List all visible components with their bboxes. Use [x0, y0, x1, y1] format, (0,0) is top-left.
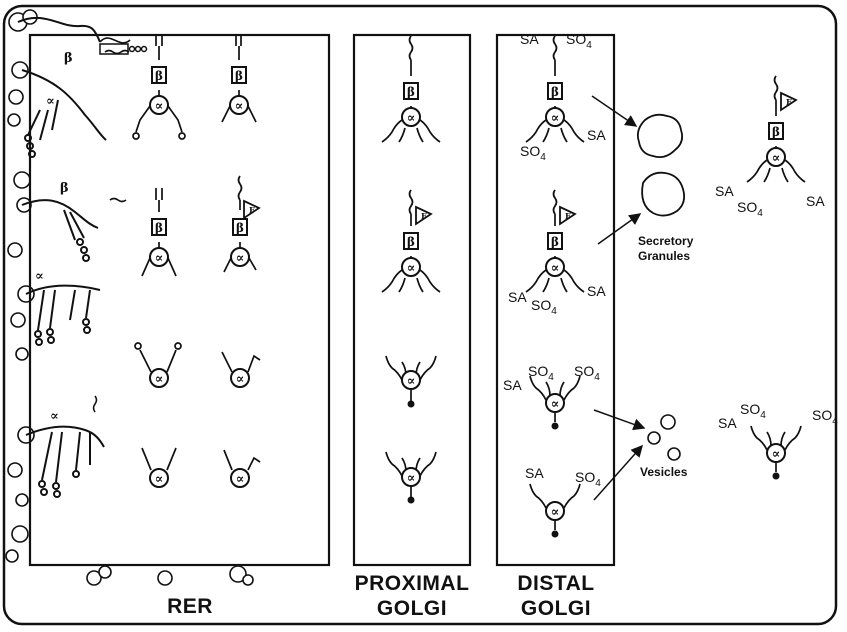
sa-label: SA	[503, 377, 522, 393]
sa-label: SA	[806, 193, 825, 209]
vesicle	[661, 415, 675, 429]
secretory-granule	[642, 173, 684, 216]
so4-label: SO4	[812, 407, 838, 427]
chain-beta-label: β	[64, 51, 73, 66]
cell-boundary	[4, 6, 836, 624]
so4-label: SO4	[740, 401, 766, 421]
sa-label: SA	[587, 127, 606, 143]
nascent-chains	[18, 18, 130, 497]
so4-label: SO4	[737, 199, 763, 219]
vesicle	[668, 448, 680, 460]
distal-golgi-label-line1: DISTAL	[517, 572, 594, 595]
sa-label: SA	[508, 289, 527, 305]
vesicle	[648, 432, 660, 444]
vesicles-label: Vesicles	[640, 465, 688, 479]
rer-label: RER	[167, 595, 213, 618]
sa-label: SA	[715, 183, 734, 199]
chain-alpha-label: ∝	[46, 94, 55, 109]
so4-label: SO4	[520, 143, 546, 163]
sa-label: SA	[587, 283, 606, 299]
sa-label: SA	[718, 415, 737, 431]
distal-golgi-label-line2: GOLGI	[521, 597, 591, 620]
proximal-golgi-label-line2: GOLGI	[377, 597, 447, 620]
secretory-granule	[638, 115, 682, 157]
sa-label: SA	[520, 31, 539, 47]
proximal-golgi-label-line1: PROXIMAL	[355, 572, 470, 595]
rer-compartment	[30, 35, 329, 565]
sa-label: SA	[525, 465, 544, 481]
chain-beta-label: β	[60, 181, 69, 196]
chain-alpha-label: ∝	[35, 269, 44, 284]
so4-label: SO4	[531, 297, 557, 317]
chain-alpha-label: ∝	[50, 409, 59, 424]
secretory-granules-label-line2: Granules	[638, 249, 690, 263]
secretory-granules-label-line1: Secretory	[638, 234, 694, 248]
